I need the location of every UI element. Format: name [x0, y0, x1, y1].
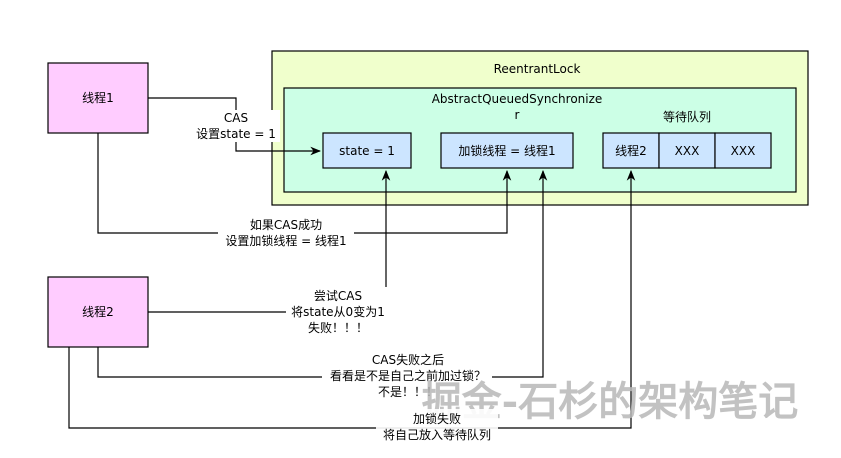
aqs-title-line2: r [515, 108, 520, 122]
edge-label-bg [286, 287, 390, 337]
queue-cell-label: XXX [675, 144, 700, 158]
reentrantlock-title: ReentrantLock [494, 62, 581, 76]
state-box [322, 132, 412, 169]
edge-label-t2-try: 尝试CAS [314, 288, 362, 303]
lock-owner-box [440, 132, 574, 169]
state-box-label: state = 1 [339, 144, 395, 158]
thread1-label: 线程1 [82, 90, 114, 105]
edge-label-t1-success: 如果CAS成功 [250, 217, 322, 232]
edge-label-bg [322, 352, 492, 400]
edge-label-t2-enqueue: 加锁失败 [413, 411, 461, 426]
aqs-title-line1: AbstractQueuedSynchronize [432, 92, 603, 106]
wait-queue-label: 等待队列 [663, 109, 711, 124]
queue-cell-label: XXX [731, 144, 756, 158]
thread2-label: 线程2 [82, 304, 114, 319]
edge-label-t2-try: 将state从0变为1 [291, 304, 385, 319]
queue-cell [714, 132, 772, 169]
edge-label-t2-check: CAS失败之后 [372, 352, 444, 367]
edge-thread2-enqueue [68, 169, 636, 429]
edge-label-t2-check: 不是！！！ [378, 385, 438, 399]
lock-owner-box-label: 加锁线程 = 线程1 [458, 143, 555, 158]
edge-label-t2-try: 失败！！！ [308, 320, 368, 335]
edge-label-t2-check: 看看是不是自己之前加过锁？ [330, 368, 486, 383]
edge-label-bg [194, 110, 280, 142]
edge-label-t1-success: 设置加锁线程 = 线程1 [225, 233, 346, 248]
edge-label-t1-cas: 设置state = 1 [196, 127, 276, 141]
edge-label-bg [218, 215, 354, 249]
edge-label-bg [376, 409, 498, 443]
edge-label-t1-cas: CAS [224, 111, 248, 125]
thread1-node [47, 62, 149, 134]
queue-cell-label: 线程2 [615, 143, 647, 158]
edge-thread2-check-owner [97, 169, 548, 378]
queue-cell [602, 132, 660, 169]
queue-cell [658, 132, 716, 169]
edge-label-t2-enqueue: 将自己放入等待队列 [383, 427, 491, 442]
